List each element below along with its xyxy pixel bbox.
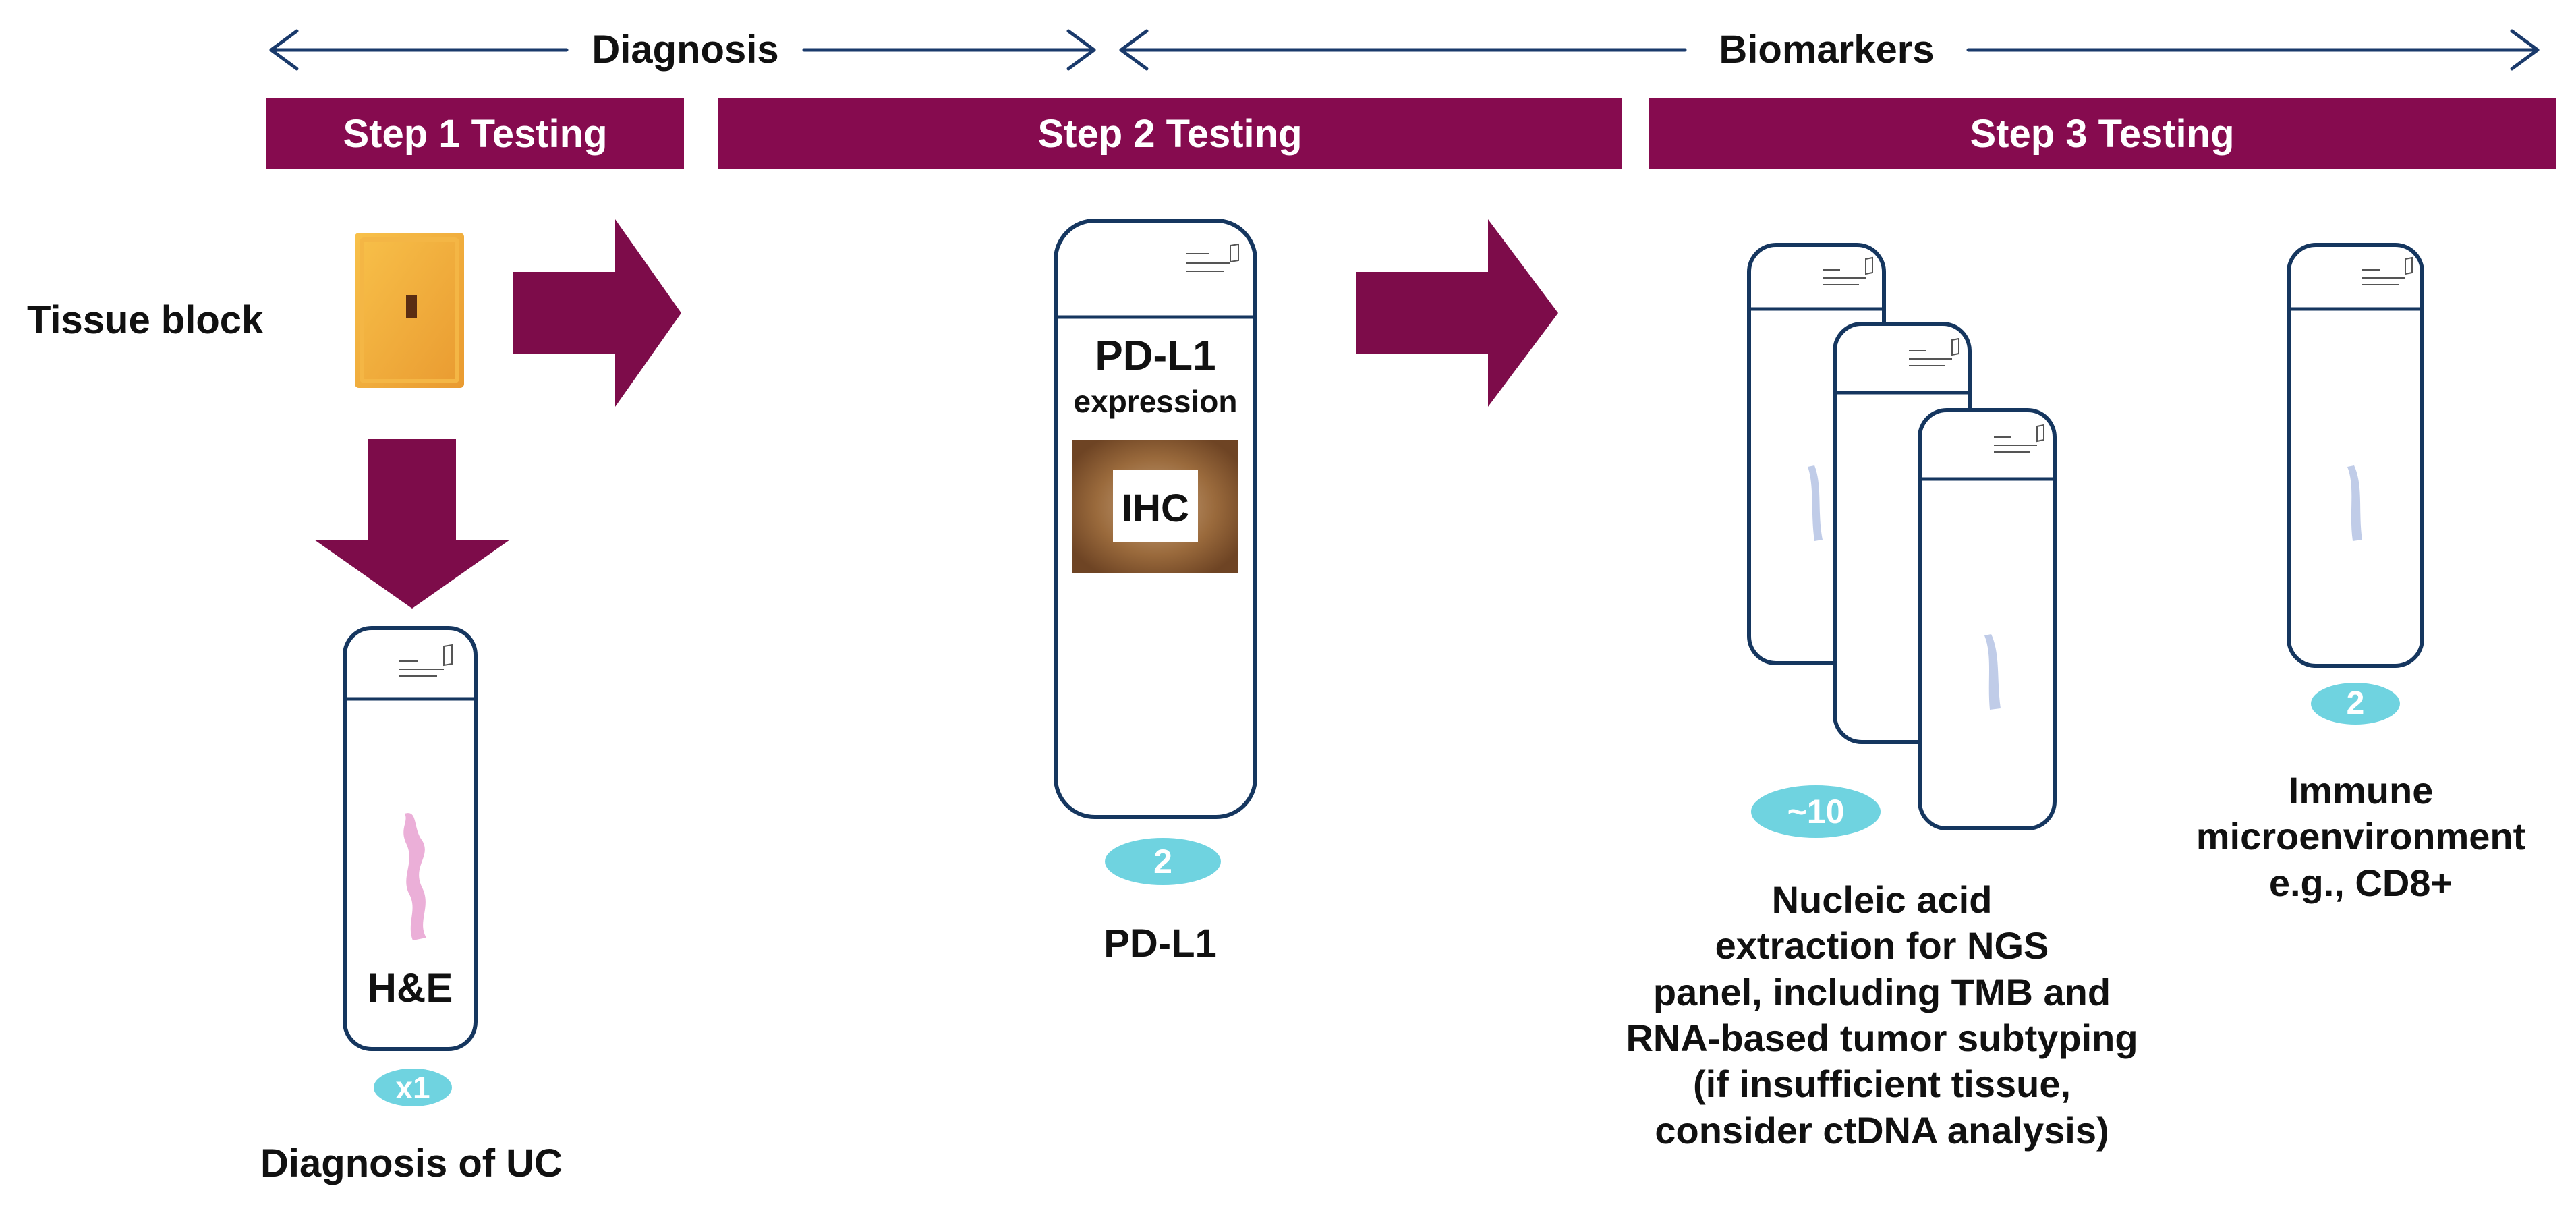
- pdl1-caption: PD-L1: [1104, 922, 1217, 965]
- pdl1-slide: [1054, 219, 1257, 819]
- biomarkers-label: Biomarkers: [1719, 28, 1935, 72]
- step1-to-step2-arrow: [513, 219, 681, 407]
- he-slide: [343, 626, 478, 1051]
- biomarkers-arrowhead-left: [1119, 29, 1149, 71]
- immune-caption-line: microenvironment: [2196, 815, 2526, 858]
- step3-banner: Step 3 Testing: [1649, 98, 2556, 169]
- pdl1-slide-subtitle: expression: [1073, 384, 1238, 419]
- step1-banner: Step 1 Testing: [266, 98, 684, 169]
- ngs-caption-line: Nucleic acid: [1771, 878, 1993, 921]
- step2-banner: Step 2 Testing: [718, 98, 1622, 169]
- ngs-badge-text: ~10: [1787, 793, 1845, 830]
- ngs-caption-line: RNA-based tumor subtyping: [1626, 1016, 2138, 1059]
- he-badge: [374, 1069, 452, 1106]
- he-badge-text: x1: [395, 1070, 430, 1105]
- step2-to-step3-arrow: [1356, 219, 1558, 407]
- immune-badge-text: 2: [2346, 685, 2365, 721]
- diagnosis-arrowhead-right: [1066, 29, 1096, 71]
- ngs-slide-3: [1918, 408, 2057, 830]
- ngs-badge: [1751, 785, 1881, 838]
- slide-label-icon: [399, 644, 453, 677]
- ihc-stain-label: IHC: [1122, 486, 1189, 530]
- he-tissue-section: [403, 813, 426, 940]
- he-stain-label: H&E: [367, 965, 453, 1011]
- tissue-block-image: [355, 233, 464, 388]
- ngs-caption-line: extraction for NGS: [1715, 924, 2049, 967]
- immune-caption-line: e.g., CD8+: [2268, 861, 2453, 904]
- tissue-to-he-down-arrow: [314, 439, 510, 609]
- ngs-slide-stack: [1747, 243, 2057, 830]
- ngs-caption: Nucleic acid extraction for NGS panel, i…: [1592, 877, 2172, 1154]
- immune-badge: [2311, 683, 2400, 725]
- diagnosis-arrowhead-left: [269, 29, 299, 71]
- tissue-block-label: Tissue block: [27, 298, 264, 342]
- immune-caption-line: Immune: [2288, 769, 2434, 812]
- immune-tissue-section: [2347, 465, 2362, 541]
- diagnosis-label: Diagnosis: [592, 28, 779, 72]
- pdl1-slide-title: PD-L1: [1095, 333, 1216, 379]
- immune-slide: [2287, 243, 2424, 668]
- slide-label-icon: [2362, 256, 2413, 285]
- ngs-caption-line: consider ctDNA analysis): [1655, 1108, 2109, 1152]
- he-caption: Diagnosis of UC: [260, 1141, 563, 1185]
- ngs-caption-line: (if insufficient tissue,: [1692, 1063, 2071, 1106]
- ngs-caption-line: panel, including TMB and: [1653, 970, 2111, 1013]
- pdl1-badge: [1105, 838, 1221, 885]
- slide-label-icon: [1186, 243, 1239, 272]
- immune-caption: Immune microenvironment e.g., CD8+: [2158, 768, 2563, 906]
- biomarkers-arrowhead-right: [2510, 29, 2540, 71]
- pdl1-badge-text: 2: [1153, 843, 1172, 880]
- timeline-arrows: [269, 29, 2540, 71]
